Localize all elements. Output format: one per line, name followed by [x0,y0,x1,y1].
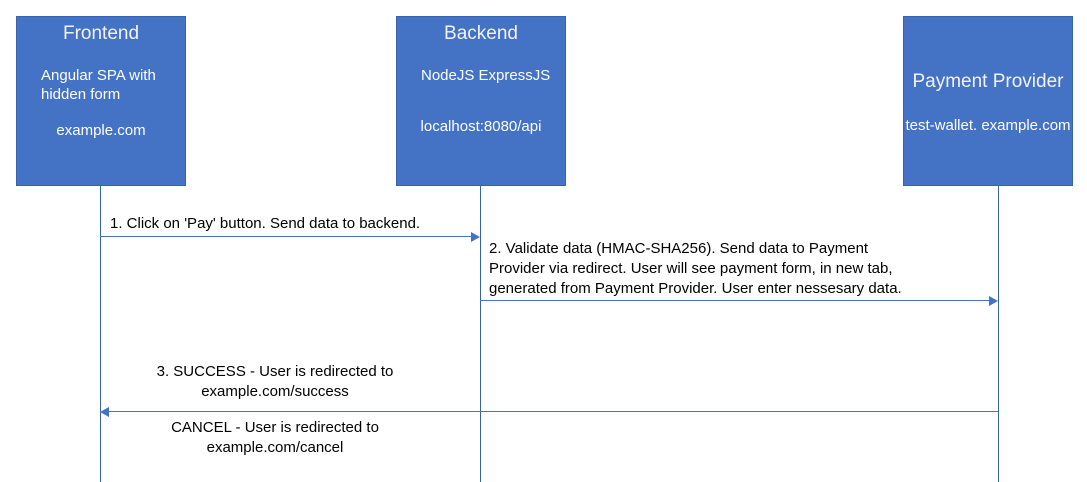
message-label-3: 3. SUCCESS - User is redirected to examp… [156,363,394,400]
message-arrow-2 [480,300,989,301]
message-arrow-1 [100,236,471,237]
arrowhead-right-icon-1 [471,232,480,242]
participant-box-frontend[interactable]: Frontend Angular SPA with hidden form ex… [16,16,186,186]
lifeline-payment-provider [998,186,999,482]
arrowhead-right-icon-2 [989,296,998,306]
lifeline-backend [480,186,481,482]
participant-endpoint-backend: localhost:8080/api [420,118,542,135]
arrowhead-left-icon-3 [100,407,109,417]
lifeline-frontend [100,186,101,482]
participant-box-backend[interactable]: Backend NodeJS ExpressJS localhost:8080/… [396,16,566,186]
message-arrow-3 [109,411,998,412]
participant-endpoint-payment-provider: test-wallet. example.com [905,117,1071,134]
message-label-1: 1. Click on 'Pay' button. Send data to b… [110,215,421,232]
message-label-4: CANCEL - User is redirected to example.c… [171,419,379,456]
participant-title-backend: Backend [444,23,518,44]
participant-body-backend: NodeJS ExpressJS [421,67,551,84]
participant-title-frontend: Frontend [62,23,140,44]
participant-body-frontend: Angular SPA with hidden form [41,67,156,103]
message-label-2: 2. Validate data (HMAC-SHA256). Send dat… [489,240,902,297]
participant-endpoint-frontend: example.com [56,122,146,139]
participant-title-payment-provider: Payment Provider [912,71,1064,92]
participant-box-payment-provider[interactable]: Payment Provider test-wallet. example.co… [903,16,1073,186]
